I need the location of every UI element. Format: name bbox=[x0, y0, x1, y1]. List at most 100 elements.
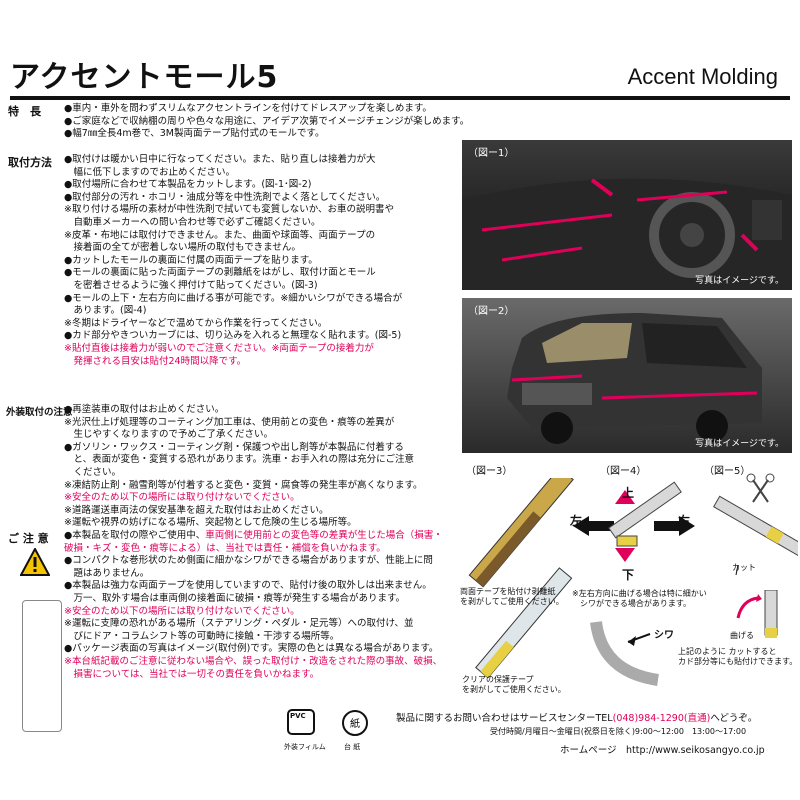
blank-label-box bbox=[22, 600, 62, 732]
install-line: ●取付部分の汚れ・ホコリ・油成分等を中性洗剤でよく落としてください。 bbox=[64, 191, 386, 203]
exterior-label: 外装取付の注意 bbox=[6, 407, 73, 418]
figure-3-text-2b: を剥がしてご使用ください。 bbox=[462, 685, 566, 694]
caution-warning-line: 損害については、当社では一切その責任を負いかねます。 bbox=[64, 668, 320, 680]
exterior-line: ください。 bbox=[64, 466, 122, 478]
figure-5-cut-label: カット bbox=[732, 563, 756, 572]
install-label: 取付方法 bbox=[8, 156, 52, 169]
title-rule bbox=[10, 96, 790, 100]
support-text: 製品に関するお問い合わせはサービスセンターTEL bbox=[396, 713, 613, 724]
exterior-line: ●ガソリン・ワックス・コーティング剤・保護つや出し剤等が本製品に付着する bbox=[64, 441, 404, 453]
feature-line: ●幅7㎜全長4m巻で、3M製両面テープ貼付式のモールです。 bbox=[64, 128, 325, 140]
pvc-mark-caption: 外装フィルム bbox=[284, 743, 326, 751]
caution-warning-text: 車両側に使用前との変色等の差異が生じた場合（損害・ bbox=[205, 530, 443, 541]
figure-3-caption: （図ー3） bbox=[466, 466, 513, 477]
figure-4-diagram bbox=[573, 481, 695, 562]
feature-line: ●ご家庭などで収納棚の周りや色々な用途に、アイデア次第でイメージチェンジが楽しめ… bbox=[64, 115, 470, 127]
caution-warning-line: ※安全のため以下の場所には取り付けないでください。 bbox=[64, 605, 300, 617]
install-line: ●モールの裏面に貼った両面テープの剥離紙をはがし、取付け面とモール bbox=[64, 267, 376, 279]
figure-1-caption: （図ー1） bbox=[468, 148, 515, 159]
features-list: ●車内・車外を問わずスリムなアクセントラインを付けてドレスアップを楽しめます。 … bbox=[64, 103, 469, 141]
install-line: ※皮革・布地には取付けできません。また、曲面や球面等、両面テープの bbox=[64, 229, 376, 241]
figure-1-note: 写真はイメージです。 bbox=[695, 276, 784, 286]
support-hours: 受付時間/月曜日〜金曜日(祝祭日を除く)9:00〜12:00 13:00〜17:… bbox=[490, 727, 747, 736]
caution-line: ●本製品は強力な両面テープを使用していますので、貼付け後の取外しは出来ません。 bbox=[64, 580, 432, 592]
svg-text:紙: 紙 bbox=[350, 717, 360, 730]
figure-4-caption: （図ー4） bbox=[600, 466, 647, 477]
figure-4-note-b: シワができる場合があります。 bbox=[572, 599, 692, 608]
figure-1-photo: （図ー1） 写真はイメージです。 bbox=[462, 140, 792, 290]
caution-line: 万一、取外す場合は車両側の接着面に破損・痕等が発生する場合があります。 bbox=[64, 592, 406, 604]
install-warning-line: 発揮される目安は貼付24時間以降です。 bbox=[64, 355, 247, 367]
support-text-end: へどうぞ。 bbox=[710, 713, 758, 724]
install-line: ●カットしたモールの裏面に付属の両面テープを貼ります。 bbox=[64, 254, 318, 266]
figure-3-text-1a: 両面テープを貼付け剥離紙 bbox=[460, 587, 556, 596]
figure-5-bend-label: 曲げる bbox=[730, 631, 754, 640]
feature-line: ●車内・車外を問わずスリムなアクセントラインを付けてドレスアップを楽しめます。 bbox=[64, 103, 432, 114]
install-list: ●取付けは暖かい日中に行なってください。また、貼り直しは接着力が大 幅に低下しま… bbox=[64, 154, 454, 368]
exterior-line: ※運転や視界の妨げになる場所、突起物として危険の生じる場所等。 bbox=[64, 517, 357, 529]
exterior-line: ※道路運送車両法の保安基準を超えた取付はお止めください。 bbox=[64, 504, 329, 516]
figure-2-caption: （図ー2） bbox=[468, 306, 515, 317]
figure-2-note: 写真はイメージです。 bbox=[695, 439, 784, 449]
exterior-warning-line: ※安全のため以下の場所には取り付けないでください。 bbox=[64, 492, 300, 504]
caution-label: ご 注 意 bbox=[8, 532, 49, 545]
page-title: アクセントモール5 bbox=[10, 60, 279, 95]
caution-warning-line: ※本台紙記載のご注意に従わない場合や、誤った取付け・改造をされた際の事故、破損、 bbox=[64, 655, 443, 667]
install-line: ※取り付ける場所の素材が中性洗剤で拭いても変質しないか、お車の説明書や bbox=[64, 204, 395, 216]
warning-icon bbox=[20, 548, 50, 576]
support-contact: 製品に関するお問い合わせはサービスセンターTEL(048)984-1290(直通… bbox=[396, 710, 757, 724]
page-title-english: Accent Molding bbox=[627, 64, 778, 89]
figure-3-text-1b: を剥がしてご使用ください。 bbox=[460, 597, 564, 606]
caution-line: びにドア・コラムシフト等の可動時に接触・干渉する場所等。 bbox=[64, 630, 340, 642]
homepage-url: ホームページ http://www.seikosangyo.co.jp bbox=[560, 745, 765, 756]
bend-diagram bbox=[736, 590, 778, 638]
install-line: あります。(図-4) bbox=[64, 305, 147, 317]
caution-line: ●本製品を取付の際やご使用中、 bbox=[64, 530, 206, 541]
figure-5-caption: （図ー5） bbox=[704, 466, 751, 477]
install-line: ●モールの上下・左右方向に曲げる事が可能です。※細かいシワができる場合が bbox=[64, 292, 403, 304]
figure-4-right-label: 右 bbox=[678, 514, 691, 528]
pvc-mark-label: PVC bbox=[290, 712, 306, 720]
install-warning-line: ※貼付直後は接着力が弱いのでご注意ください。※両面テープの接着力が bbox=[64, 342, 374, 354]
exterior-line: ※凍結防止剤・融雪剤等が付着すると変色・変質・腐食等の発生率が高くなります。 bbox=[64, 479, 423, 491]
caution-line: ※運転に支障の恐れがある場所（ステアリング・ペダル・足元等）への取付け、並 bbox=[64, 618, 414, 630]
figure-3-text-2a: クリアの保護テープ bbox=[462, 675, 534, 684]
install-line: を密着させるように強く押付けて貼ってください。(図-3) bbox=[64, 279, 318, 291]
caution-warning-line: 破損・キズ・変色・痕等による）は、当社では責任・補償を負いかねます。 bbox=[64, 542, 386, 554]
install-line: ●取付けは暖かい日中に行なってください。また、貼り直しは接着力が大 bbox=[64, 154, 376, 165]
pvc-recycle-icon bbox=[287, 709, 315, 735]
page-header: アクセントモール5 Accent Molding bbox=[10, 52, 790, 96]
exterior-line: と、表面が変色・変質する恐れがあります。洗車・お手入れの際は充分にご注意 bbox=[64, 454, 414, 466]
install-line: ●カド部分やきついカーブには、切り込みを入れると無理なく貼れます。(図-5) bbox=[64, 330, 402, 342]
install-line: 幅に低下しますのでお止めください。 bbox=[64, 166, 236, 178]
install-line: ●取付場所に合わせて本製品をカットします。(図-1･図-2) bbox=[64, 179, 312, 191]
figure-4-note-a: ※左右方向に曲げる場合は特に細かい bbox=[572, 589, 707, 598]
figure-2-photo: （図ー2） 写真はイメージです。 bbox=[462, 298, 792, 453]
exterior-line: 生じやすくなりますので予めご了承ください。 bbox=[64, 429, 274, 441]
figure-4-down-label: 下 bbox=[622, 568, 635, 582]
scissors-icon bbox=[752, 479, 769, 503]
install-line: 接着面の全てが密着しない場所の取付もできません。 bbox=[64, 242, 301, 254]
figure-4-up-label: 上 bbox=[622, 486, 635, 500]
exterior-line: ※光沢仕上げ処理等のコーティング加工車は、使用前との変色・痕等の差異が bbox=[64, 416, 395, 428]
exterior-list: ●再塗装車の取付はお止めください。 ※光沢仕上げ処理等のコーティング加工車は、使… bbox=[64, 404, 454, 530]
figure-5-note-a: 上記のように カットすると bbox=[678, 647, 777, 656]
install-line: ※冬期はドライヤーなどで温めてから作業を行ってください。 bbox=[64, 317, 328, 329]
exterior-line: ●再塗装車の取付はお止めください。 bbox=[64, 404, 225, 415]
minivan-illustration bbox=[462, 298, 792, 453]
install-line: 自動車メーカーへの問い合わせ等で必ずご確認ください。 bbox=[64, 216, 321, 228]
figure-5-note-b: カド部分等にも貼付けできます。 bbox=[678, 657, 798, 666]
figure-4-left-label: 左 bbox=[570, 514, 583, 528]
figure-4-wrinkle-label: シワ bbox=[654, 630, 674, 641]
caution-line: ●パッケージ表面の写真はイメージ(取付例)です。実際の色とは異なる場合があります… bbox=[64, 643, 439, 655]
paper-recycle-icon: 紙 bbox=[342, 710, 368, 736]
wrinkle-diagram bbox=[590, 621, 660, 686]
caution-list: ●本製品を取付の際やご使用中、車両側に使用前との変色等の差異が生じた場合（損害・… bbox=[64, 530, 464, 681]
caution-line: 題はありません。 bbox=[64, 567, 150, 579]
caution-line: ●コンパクトな巻形状のため側面に細かなシワができる場合がありますが、性能上に問 bbox=[64, 555, 433, 567]
figure-5-diagram bbox=[713, 473, 798, 576]
features-label: 特 長 bbox=[8, 105, 41, 118]
figure-3-diagram bbox=[468, 478, 574, 678]
support-phone: (048)984-1290(直通) bbox=[612, 713, 711, 724]
paper-mark-caption: 台 紙 bbox=[344, 743, 361, 751]
